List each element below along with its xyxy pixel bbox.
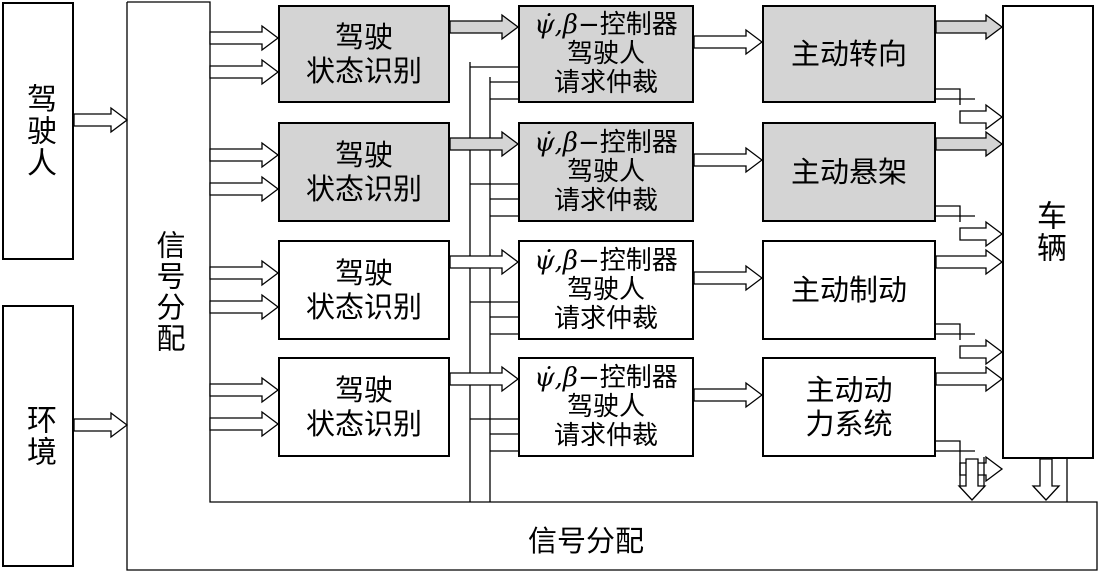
distribution-to-state-arrow (209, 410, 280, 438)
controller-to-actuator-arrow (693, 264, 764, 292)
state-line-2: 状态识别 (305, 290, 422, 324)
distribution-to-state-arrow (209, 141, 280, 169)
actuator-label: 主动转向 (790, 37, 907, 71)
controller-symbol: ψ̇,β (534, 245, 578, 276)
state-to-controller-arrow (449, 365, 520, 393)
actuator-bus-down-arrow (957, 458, 987, 501)
vehicle-bus-down-arrow (1031, 458, 1061, 501)
controller-dash: − (577, 9, 600, 40)
driver-label: 驾驶人 (21, 83, 56, 179)
state-recognition-box: 驾驶 状态识别 (278, 122, 450, 222)
actuator-to-vehicle-arrow (935, 130, 1004, 158)
actuator-to-vehicle-arrow (935, 13, 1004, 41)
actuator-line-2: 力系统 (805, 407, 893, 441)
actuator-to-vehicle-arrow (935, 365, 1004, 393)
actuator-box-active-steering: 主动转向 (762, 5, 936, 103)
controller-driver-label: 驾驶人 (566, 274, 645, 305)
state-to-controller-arrow (449, 130, 520, 158)
driver-box: 驾驶人 (2, 2, 74, 260)
actuator-line-1: 主动动 (805, 373, 893, 407)
actuator-label: 主动制动 (790, 273, 907, 307)
state-line-1: 驾驶 (334, 20, 393, 54)
actuator-feedback-line (936, 323, 961, 340)
actuator-to-vehicle-arrow (935, 248, 1004, 276)
environment-label: 环境 (21, 404, 56, 468)
state-line-1: 驾驶 (334, 256, 393, 290)
controller-arbitration-label: 请求仲裁 (553, 303, 658, 334)
feedback-to-vehicle-arrow (959, 338, 1004, 366)
actuator-box-active-braking: 主动制动 (762, 240, 936, 340)
controller-arbitration-label: 请求仲裁 (553, 185, 658, 216)
controller-to-actuator-arrow (693, 381, 764, 409)
controller-symbol: ψ̇,β (534, 127, 578, 158)
controller-label: 控制器 (599, 245, 678, 276)
driver-input-arrow (73, 106, 129, 134)
controller-driver-label: 驾驶人 (566, 391, 645, 422)
vehicle-box: 车辆 (1002, 5, 1094, 459)
state-recognition-box: 驾驶 状态识别 (278, 240, 450, 340)
controller-arbitration-label: 请求仲裁 (553, 67, 658, 98)
controller-symbol: ψ̇,β (534, 9, 578, 40)
controller-arbitration-label: 请求仲裁 (553, 420, 658, 451)
state-recognition-box: 驾驶 状态识别 (278, 5, 450, 103)
controller-driver-label: 驾驶人 (566, 38, 645, 69)
signal-distribution-bottom-label: 信号分配 (528, 524, 645, 558)
state-line-2: 状态识别 (305, 172, 422, 206)
state-line-1: 驾驶 (334, 138, 393, 172)
actuator-box-active-suspension: 主动悬架 (762, 122, 936, 222)
state-recognition-box: 驾驶 状态识别 (278, 357, 450, 457)
distribution-to-state-arrow (209, 376, 280, 404)
controller-label: 控制器 (599, 362, 678, 393)
actuator-label: 主动悬架 (790, 155, 907, 189)
feedback-to-vehicle-arrow (959, 220, 1004, 248)
controller-symbol: ψ̇,β (534, 362, 578, 393)
signal-distribution-vertical-label: 信号分配 (152, 230, 186, 354)
controller-arbitration-box: ψ̇,β−控制器 驾驶人 请求仲裁 (518, 122, 694, 222)
controller-dash: − (577, 362, 600, 393)
controller-to-actuator-arrow (693, 28, 764, 56)
vehicle-label: 车辆 (1031, 200, 1066, 264)
feedback-to-vehicle-arrow (959, 103, 1004, 131)
controller-arbitration-box: ψ̇,β−控制器 驾驶人 请求仲裁 (518, 240, 694, 340)
actuator-feedback-line (936, 440, 961, 457)
controller-dash: − (577, 245, 600, 276)
controller-arbitration-box: ψ̇,β−控制器 驾驶人 请求仲裁 (518, 5, 694, 103)
state-line-1: 驾驶 (334, 373, 393, 407)
state-line-2: 状态识别 (305, 407, 422, 441)
environment-box: 环境 (2, 305, 74, 567)
distribution-to-state-arrow (209, 259, 280, 287)
distribution-to-state-arrow (209, 175, 280, 203)
controller-label: 控制器 (599, 127, 678, 158)
distribution-to-state-arrow (209, 58, 280, 86)
controller-dash: − (577, 127, 600, 158)
actuator-feedback-line (936, 205, 961, 222)
controller-to-actuator-arrow (693, 146, 764, 174)
state-to-controller-arrow (449, 248, 520, 276)
state-to-controller-arrow (449, 13, 520, 41)
distribution-to-state-arrow (209, 24, 280, 52)
actuator-box-active-powertrain: 主动动 力系统 (762, 357, 936, 457)
controller-arbitration-box: ψ̇,β−控制器 驾驶人 请求仲裁 (518, 357, 694, 457)
controller-label: 控制器 (599, 9, 678, 40)
state-line-2: 状态识别 (305, 54, 422, 88)
distribution-to-state-arrow (209, 293, 280, 321)
controller-driver-label: 驾驶人 (566, 156, 645, 187)
signal-distribution-frame (126, 1, 1098, 571)
actuator-feedback-line (936, 88, 961, 105)
environment-input-arrow (73, 411, 129, 439)
